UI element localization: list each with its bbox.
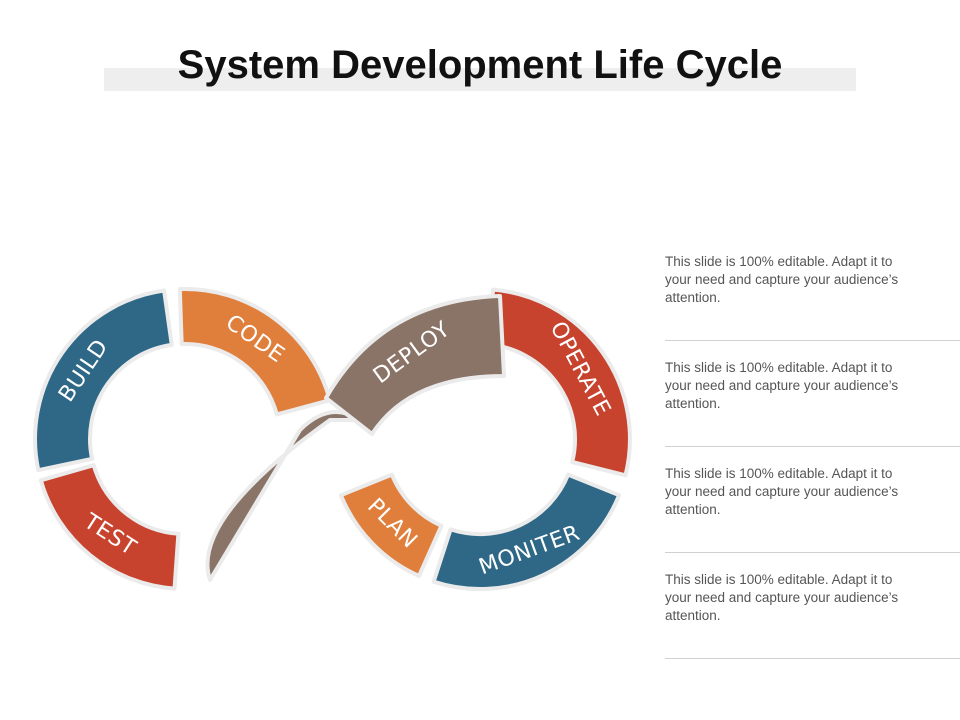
segment-build xyxy=(33,288,174,473)
note-item: This slide is 100% editable. Adapt it to… xyxy=(665,252,960,341)
note-item: This slide is 100% editable. Adapt it to… xyxy=(665,570,960,659)
note-item: This slide is 100% editable. Adapt it to… xyxy=(665,358,960,447)
segment-operate xyxy=(486,287,632,478)
segment-test xyxy=(38,463,181,591)
segment-deploy xyxy=(324,294,506,436)
notes-panel: This slide is 100% editable. Adapt it to… xyxy=(665,252,960,676)
segment-moniter xyxy=(431,472,622,592)
segments-layer xyxy=(33,287,632,592)
note-item: This slide is 100% editable. Adapt it to… xyxy=(665,464,960,553)
segment-plan xyxy=(338,472,444,578)
note-text: This slide is 100% editable. Adapt it to… xyxy=(665,466,899,517)
page-title: System Development Life Cycle xyxy=(177,43,783,87)
note-text: This slide is 100% editable. Adapt it to… xyxy=(665,360,899,411)
note-text: This slide is 100% editable. Adapt it to… xyxy=(665,572,899,623)
segment-release xyxy=(205,410,362,582)
title-underline-band xyxy=(104,68,856,91)
note-text: This slide is 100% editable. Adapt it to… xyxy=(665,254,899,305)
